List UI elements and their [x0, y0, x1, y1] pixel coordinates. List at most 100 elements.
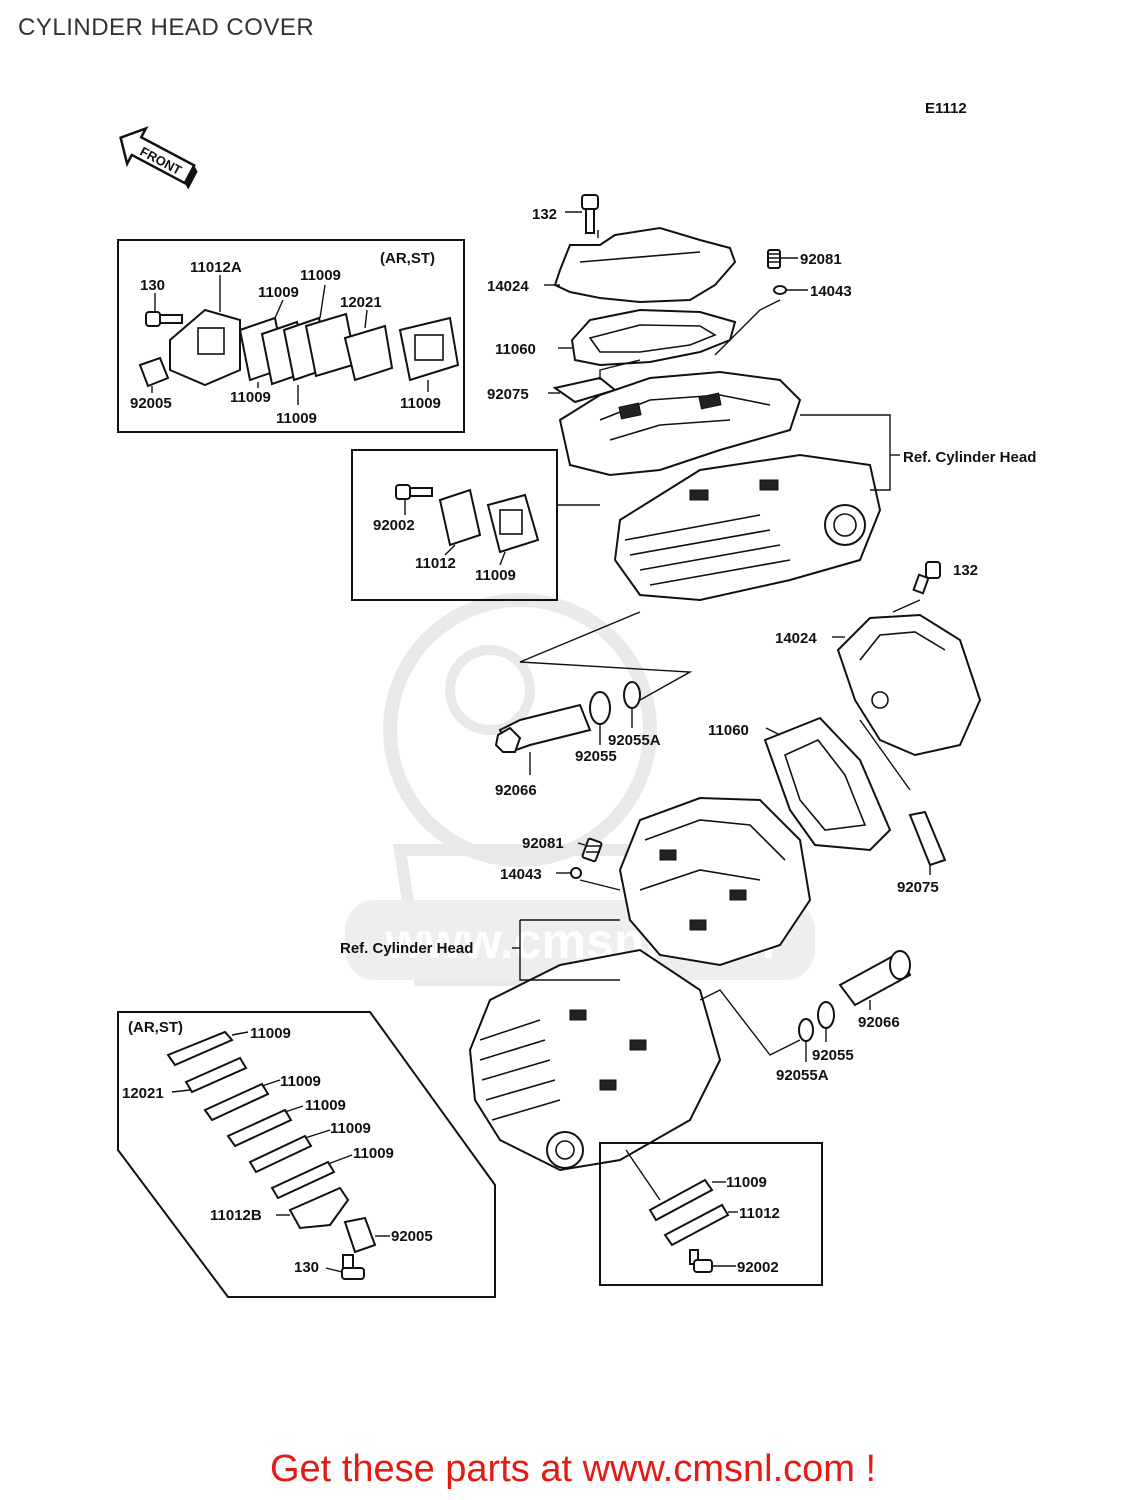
- label-92081-top: 92081: [800, 251, 842, 268]
- label-11009-tl-c: 11009: [230, 389, 271, 406]
- gasket-11009-bl-2: [203, 1082, 270, 1122]
- spring-92081-top-icon: [767, 249, 781, 269]
- label-11009-bl-e: 11009: [353, 1145, 394, 1162]
- label-132-top: 132: [532, 206, 557, 223]
- label-11060-top: 11060: [495, 341, 536, 358]
- label-92055-top: 92055: [575, 748, 617, 765]
- label-132-right: 132: [953, 562, 978, 579]
- gasket-11009-bl-3: [226, 1108, 293, 1148]
- top-left-intake-group: (AR,ST) 130 11012A 11009 11009 12021: [117, 239, 465, 433]
- label-11009-tl-b: 11009: [300, 267, 341, 284]
- plate-11012-br: [663, 1203, 730, 1247]
- gasket-11009-br: [648, 1178, 714, 1222]
- bottom-left-group-box: [117, 1011, 496, 1298]
- oring-92055A-top: [623, 681, 641, 709]
- label-14043-top: 14043: [810, 283, 852, 300]
- label-92002-br: 92002: [737, 1259, 779, 1276]
- label-92055-bottom: 92055: [812, 1047, 854, 1064]
- page-title: CYLINDER HEAD COVER: [18, 14, 315, 41]
- ref-cylinder-head-upper: Ref. Cylinder Head: [903, 449, 1036, 466]
- reed-housing-11012B: [288, 1186, 350, 1230]
- label-11009-br: 11009: [726, 1174, 767, 1191]
- bottom-right-group: 11009 11012 92002: [599, 1142, 823, 1286]
- bolt-92002-icon: [395, 484, 433, 500]
- label-11012-mid: 11012: [415, 555, 456, 572]
- reed-valve-12021: [343, 324, 394, 382]
- top-left-group-box: [117, 239, 465, 433]
- cylinder-head-cover-14024-right: [836, 613, 982, 757]
- front-head-cover-group: 132 14024 92081 14043 11060 92075 Ref. C…: [487, 194, 1036, 602]
- label-11009-bl-a: 11009: [250, 1025, 291, 1042]
- gasket-11060-right: [763, 716, 892, 852]
- bottom-left-group-tag: (AR,ST): [128, 1019, 183, 1036]
- label-14043-mid: 14043: [500, 866, 542, 883]
- mid-left-group: 92002 11012 11009: [351, 449, 600, 601]
- oring-92055-top: [589, 691, 611, 725]
- label-12021-tl: 12021: [340, 294, 382, 311]
- label-92055A-bottom: 92055A: [776, 1067, 829, 1084]
- label-130-top: 130: [140, 277, 165, 294]
- label-92002-mid: 92002: [373, 517, 415, 534]
- label-11009-bl-d: 11009: [330, 1120, 371, 1137]
- gasket-11009-mid: [486, 493, 540, 554]
- pipe-92005-bl: [343, 1216, 377, 1254]
- bolt-132-right-icon: [912, 561, 941, 595]
- label-92081-mid: 92081: [522, 835, 564, 852]
- label-11009-bl-b: 11009: [280, 1073, 321, 1090]
- label-14024-right: 14024: [775, 630, 817, 647]
- gasket-11009-bl-4: [248, 1134, 313, 1174]
- label-11009-tl-a: 11009: [258, 284, 299, 301]
- gasket-11009-bl-1: [166, 1030, 234, 1067]
- label-92055A-top: 92055A: [608, 732, 661, 749]
- label-11009-tl-d: 11009: [276, 410, 317, 427]
- oring-92055-bottom: [817, 1001, 835, 1029]
- oring-14043-top: [773, 285, 787, 295]
- spring-92081-mid-icon: [581, 837, 603, 863]
- oring-14043-mid: [570, 867, 582, 879]
- cylinder-head-cover-14024-top: [553, 226, 737, 304]
- label-92066-right: 92066: [858, 1014, 900, 1031]
- label-130-bl: 130: [294, 1259, 319, 1276]
- bolt-92002-br-icon: [689, 1249, 713, 1273]
- pipe-92005: [138, 356, 170, 388]
- cylinder-head-lower: [618, 796, 812, 967]
- mid-left-group-box: [351, 449, 558, 601]
- label-92075-right: 92075: [897, 879, 939, 896]
- label-11009-mid: 11009: [475, 567, 516, 584]
- label-11012B-bl: 11012B: [210, 1207, 262, 1224]
- label-11009-tl-e: 11009: [400, 395, 441, 412]
- diagram-code: E1112: [925, 100, 967, 117]
- cylinder-finned-lower: [468, 948, 722, 1172]
- reed-valve-12021-bl: [184, 1056, 248, 1094]
- footer-cta-link[interactable]: Get these parts at www.cmsnl.com !: [269, 1448, 877, 1490]
- label-11012-br: 11012: [739, 1205, 780, 1222]
- bottom-left-intake-group: (AR,ST) 11009 12021 11009 11009 11009 11…: [117, 1011, 496, 1298]
- front-arrow-icon: FRONT: [119, 126, 198, 190]
- label-11060-right: 11060: [708, 722, 749, 739]
- oil-fitting-lower-group: 92066 92055 92055A: [699, 950, 912, 1084]
- gasket-11009-bl-5: [270, 1160, 336, 1200]
- plate-11012-mid: [438, 488, 482, 547]
- oil-fitting-upper-group: 92055A 92055 92066: [494, 611, 693, 799]
- bolt-130-icon: [145, 311, 183, 327]
- label-92075-top: 92075: [487, 386, 529, 403]
- gasket-11009-5: [398, 316, 460, 382]
- label-92005-bl: 92005: [391, 1228, 433, 1245]
- fitting-92066-flange: [889, 950, 911, 980]
- holder-92075-right: [908, 810, 947, 867]
- oring-92055A-bottom: [798, 1018, 814, 1042]
- label-11009-bl-c: 11009: [305, 1097, 346, 1114]
- label-14024-top: 14024: [487, 278, 529, 295]
- rear-cylinder-head-group: 92081 14043 Ref. Cylinder Head: [340, 796, 812, 1172]
- label-92005-tl: 92005: [130, 395, 172, 412]
- bolt-132-top-icon: [581, 194, 599, 234]
- label-92066-left: 92066: [495, 782, 537, 799]
- rear-head-cover-group: 132 14024 11060 92075: [708, 561, 982, 896]
- bolt-130-bl-icon: [341, 1254, 365, 1280]
- ref-cylinder-head-lower: Ref. Cylinder Head: [340, 940, 473, 957]
- bottom-right-group-box: [599, 1142, 823, 1286]
- label-11012A: 11012A: [190, 259, 242, 276]
- label-12021-bl: 12021: [122, 1085, 164, 1102]
- cylinder-finned-upper: [613, 453, 882, 602]
